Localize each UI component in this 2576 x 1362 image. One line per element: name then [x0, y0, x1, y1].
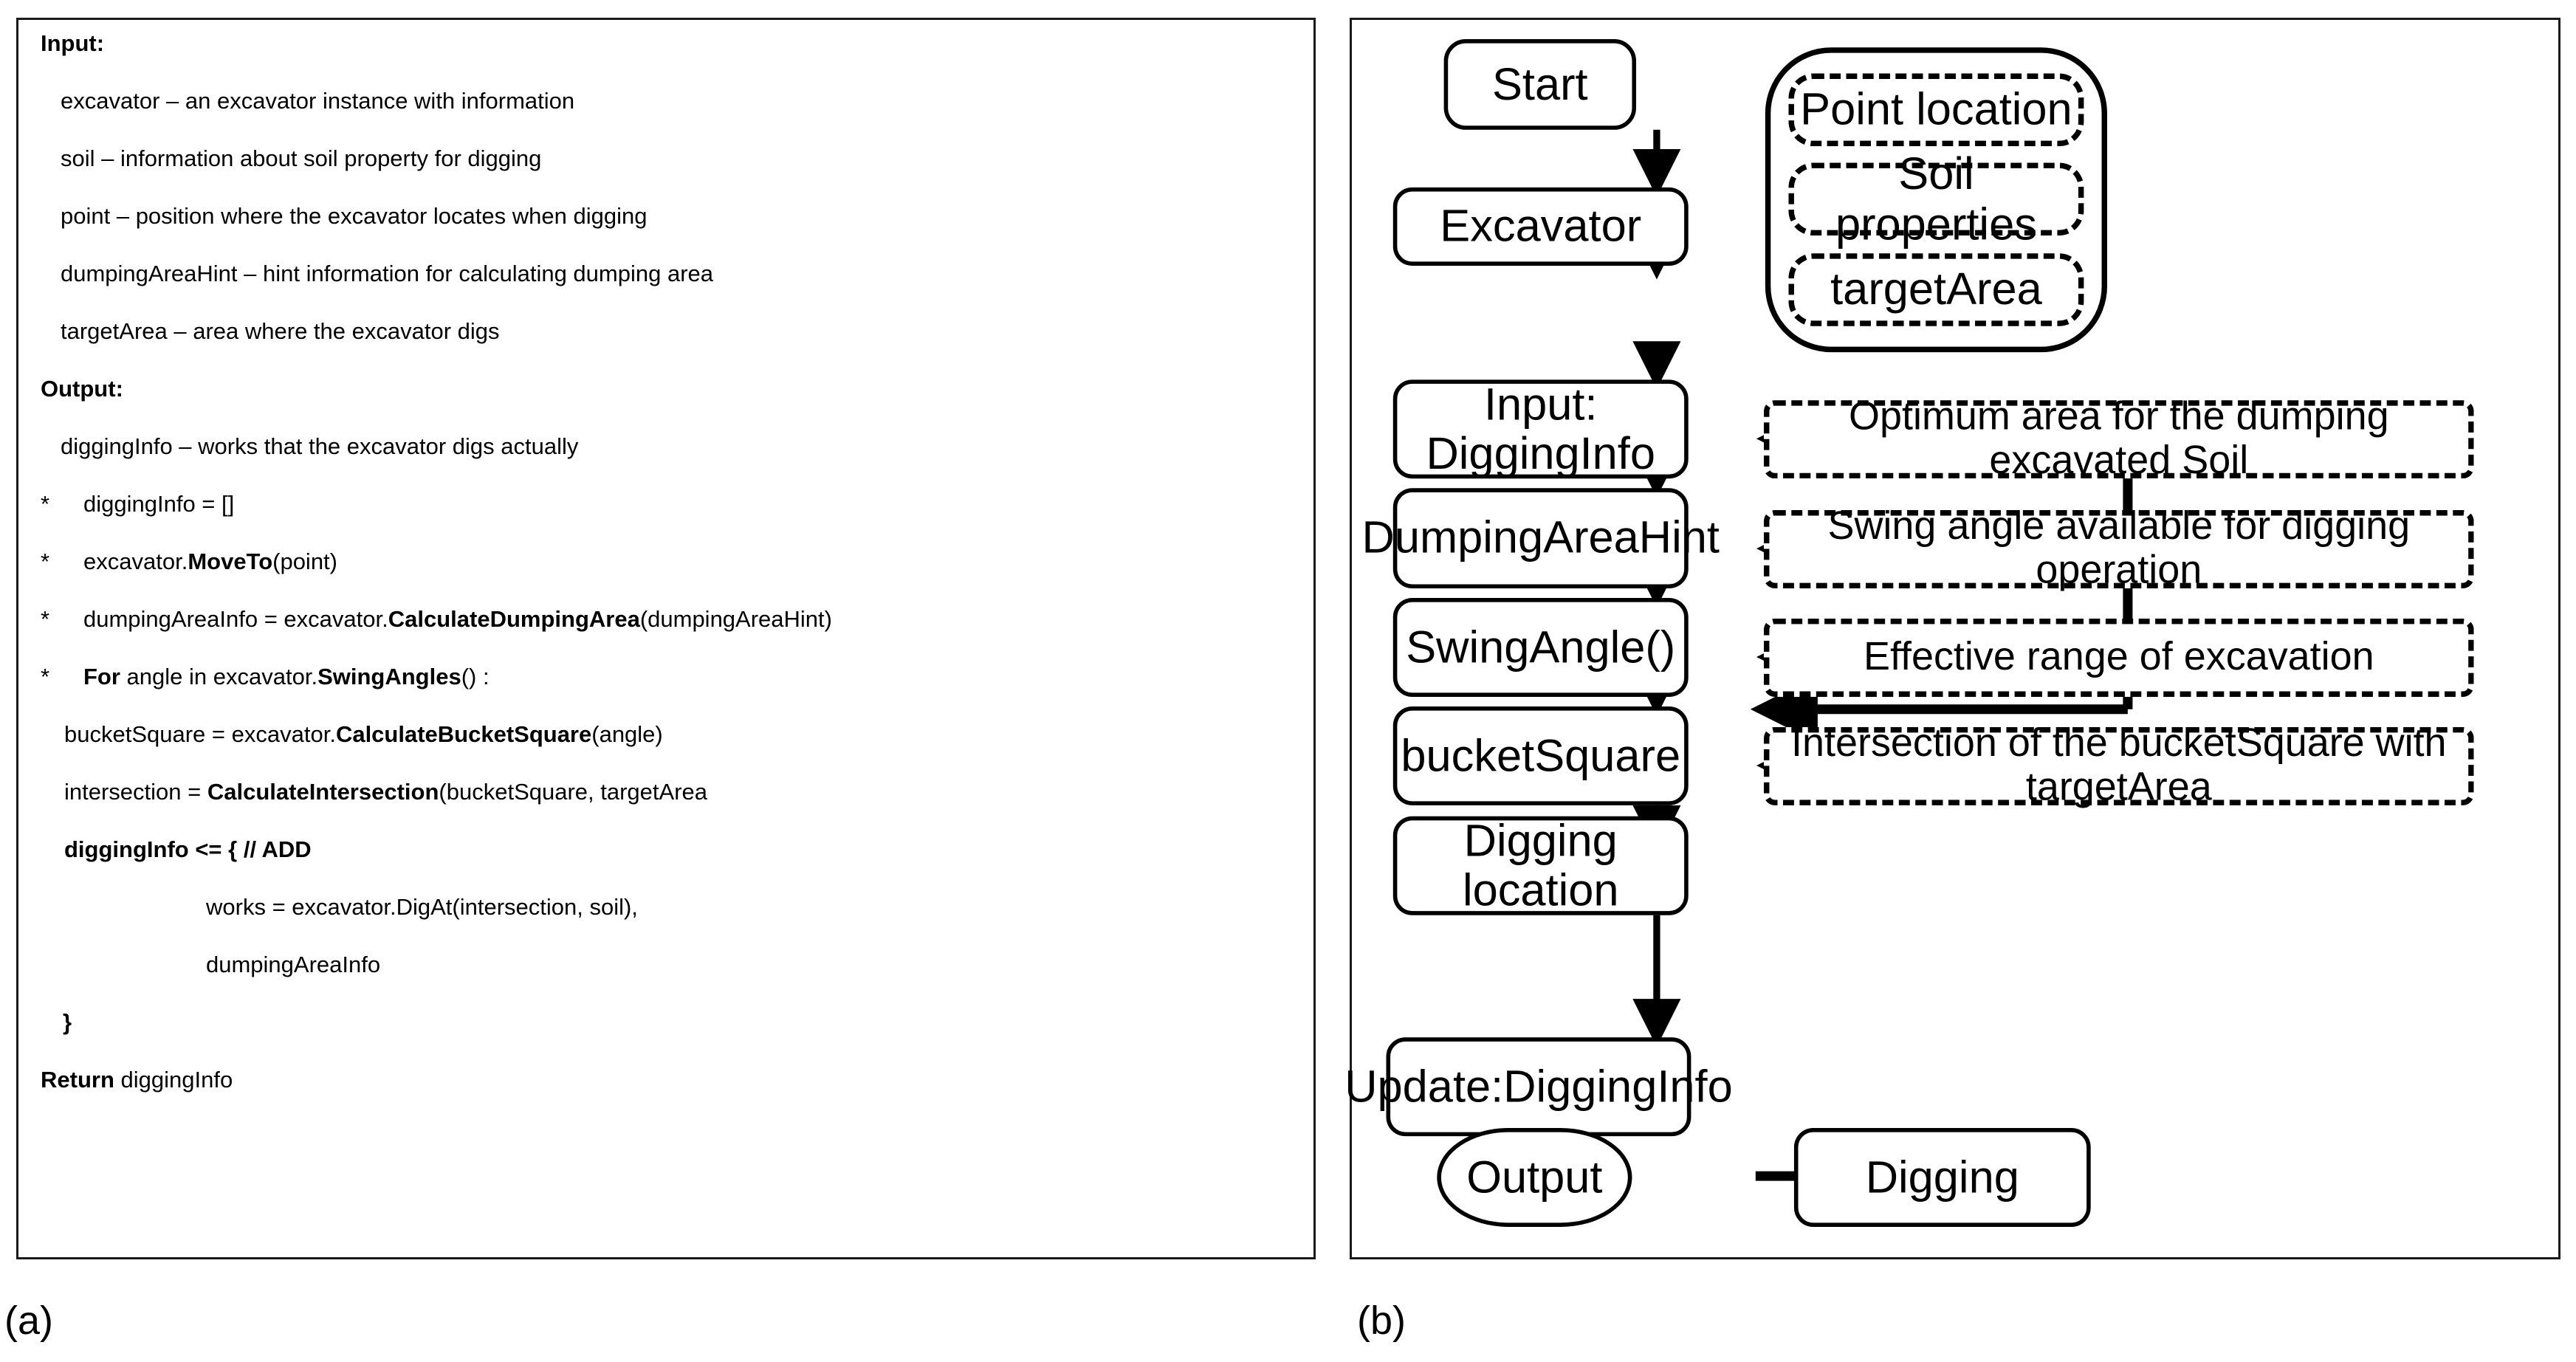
pseudocode-text: intersection = CalculateIntersection(buc… [64, 779, 708, 805]
pseudocode-spacer [18, 461, 1313, 489]
pseudocode-text: dumpingAreaInfo = excavator.CalculateDum… [83, 606, 832, 632]
pseudocode-line-input-dumpingareahint: dumpingAreaHint – hint information for c… [18, 259, 1313, 288]
algorithm-panel: Input: excavator – an excavator instance … [16, 18, 1316, 1259]
callout-swing-angle: Swing angle available for digging operat… [1764, 504, 2474, 592]
pseudocode-line-step-intersection: intersection = CalculateIntersection(buc… [18, 777, 1313, 806]
pseudocode-spacer [18, 345, 1313, 374]
pseudocode-text: diggingInfo – works that the excavator d… [61, 433, 579, 459]
pseudocode-line-step-works: works = excavator.DigAt(intersection, so… [18, 892, 1313, 921]
pseudocode-spacer [18, 633, 1313, 662]
pseudocode-text: } [63, 1009, 72, 1035]
pseudocode-line-step-return: Return diggingInfo [18, 1065, 1313, 1094]
pseudocode-line-output-header: Output: [18, 374, 1313, 403]
pseudocode-spacer [18, 1094, 1313, 1123]
pseudocode-spacer [18, 288, 1313, 317]
pseudocode-text: dumpingAreaInfo [206, 952, 381, 977]
pseudocode-line-input-targetarea: targetArea – area where the excavator di… [18, 317, 1313, 345]
pseudocode-spacer [18, 749, 1313, 777]
flow-node-input-digginginfo[interactable]: Input: DiggingInfo [1392, 379, 1689, 479]
flow-node-digging-location[interactable]: Digging location [1392, 815, 1689, 915]
pseudocode-text: diggingInfo = [] [83, 491, 235, 517]
pseudocode-spacer [18, 864, 1313, 892]
callout-dumping-area-hint: Optimum area for the dumping excavated S… [1764, 394, 2474, 482]
callout-digging-location: Intersection of the bucketSquare with ta… [1764, 721, 2474, 808]
flow-node-dumping-area-hint[interactable]: DumpingAreaHint [1362, 488, 1720, 589]
figure-label-b: (b) [1357, 1299, 1406, 1343]
pseudocode-line-step-digginginfo-add: diggingInfo <= { // ADD [18, 835, 1313, 864]
flow-node-excavator[interactable]: Excavator [1392, 187, 1689, 266]
flow-node-soil-properties[interactable]: Soil properties [1788, 148, 2084, 248]
pseudocode-line-step-init: * diggingInfo = [] [18, 489, 1313, 518]
pseudocode-spacer [18, 115, 1313, 144]
figure-label-a: (a) [4, 1299, 53, 1343]
pseudocode-spacer [18, 58, 1313, 86]
flowchart-canvas: Start Excavator Input: DiggingInfo Dumpi… [1344, 20, 2560, 1256]
pseudocode-spacer [18, 230, 1313, 259]
pseudocode-text: diggingInfo <= { // ADD [64, 836, 312, 862]
flow-node-point-location[interactable]: Point location [1788, 73, 2084, 147]
pseudocode-text: dumpingAreaHint – hint information for c… [61, 261, 713, 286]
bullet-star-icon: * [41, 606, 50, 632]
pseudocode-line-input-header: Input: [18, 29, 1313, 58]
pseudocode-spacer [18, 173, 1313, 202]
flow-node-bucket-square[interactable]: bucketSquare [1392, 706, 1689, 805]
pseudocode-spacer [18, 576, 1313, 605]
pseudocode-text: targetArea – area where the excavator di… [61, 318, 500, 344]
flow-node-start[interactable]: Start [1443, 39, 1637, 130]
flowchart-panel: Start Excavator Input: DiggingInfo Dumpi… [1344, 18, 2560, 1259]
pseudocode-text: excavator.MoveTo(point) [83, 548, 337, 574]
flow-node-update-digginginfo[interactable]: Update:DiggingInfo [1344, 1037, 1733, 1137]
pseudocode-text: Return diggingInfo [41, 1067, 233, 1093]
pseudocode-text: point – position where the excavator loc… [61, 203, 648, 229]
pseudocode-text: Output: [41, 376, 123, 402]
pseudocode-line-input-excavator: excavator – an excavator instance with i… [18, 86, 1313, 115]
pseudocode-spacer [18, 921, 1313, 950]
bullet-star-icon: * [41, 491, 50, 517]
pseudocode-line-step-dumpingareainfo: dumpingAreaInfo [18, 950, 1313, 979]
pseudocode-text: soil – information about soil property f… [61, 145, 542, 171]
pseudocode-spacer [18, 691, 1313, 720]
pseudocode-list: Input: excavator – an excavator instance … [18, 20, 1313, 1257]
flow-node-output[interactable]: Output [1437, 1128, 1632, 1227]
pseudocode-text: bucketSquare = excavator.CalculateBucket… [64, 721, 663, 747]
pseudocode-line-step-for: * For angle in excavator.SwingAngles() : [18, 662, 1313, 691]
pseudocode-line-step-dumpingarea: * dumpingAreaInfo = excavator.CalculateDu… [18, 605, 1313, 633]
pseudocode-text: excavator – an excavator instance with i… [61, 88, 575, 114]
pseudocode-line-step-bucketsquare: bucketSquare = excavator.CalculateBucket… [18, 720, 1313, 749]
flow-node-digging[interactable]: Digging [1793, 1128, 2091, 1227]
pseudocode-text: Input: [41, 30, 105, 56]
pseudocode-spacer [18, 979, 1313, 1008]
pseudocode-spacer [18, 518, 1313, 547]
callout-bucket-square: Effective range of excavation [1764, 618, 2474, 697]
pseudocode-spacer [18, 403, 1313, 432]
pseudocode-line-output-digginginfo: diggingInfo – works that the excavator d… [18, 432, 1313, 461]
pseudocode-spacer [18, 806, 1313, 835]
pseudocode-text: works = excavator.DigAt(intersection, so… [206, 894, 638, 920]
pseudocode-line-input-soil: soil – information about soil property f… [18, 144, 1313, 173]
pseudocode-line-step-moveto: * excavator.MoveTo(point) [18, 547, 1313, 576]
pseudocode-line-input-point: point – position where the excavator loc… [18, 202, 1313, 230]
bullet-star-icon: * [41, 548, 50, 574]
flow-node-swing-angle[interactable]: SwingAngle() [1392, 598, 1689, 697]
pseudocode-text: For angle in excavator.SwingAngles() : [83, 664, 490, 689]
pseudocode-spacer [18, 1036, 1313, 1065]
bullet-star-icon: * [41, 664, 50, 689]
pseudocode-line-step-closebrace: } [18, 1008, 1313, 1036]
flow-node-target-area[interactable]: targetArea [1788, 253, 2084, 326]
